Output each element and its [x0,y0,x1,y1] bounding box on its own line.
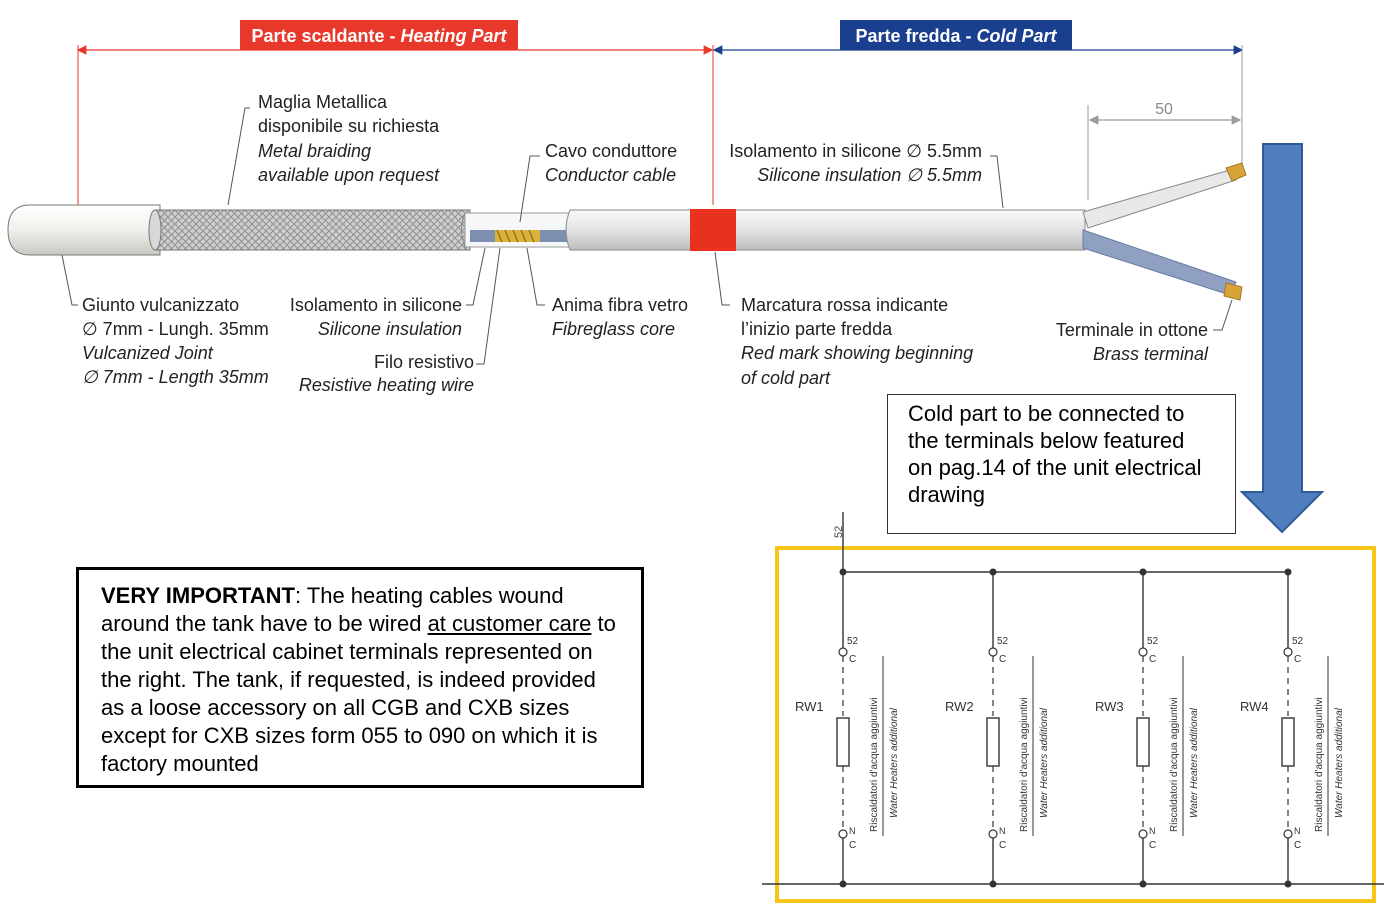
resistor-symbol [986,717,1000,767]
svg-text:Parte fredda - Cold Part: Parte fredda - Cold Part [855,26,1057,46]
terminal-bottom-sub: C [1149,840,1156,851]
heater-desc-en: Water Heaters additional [889,707,900,818]
heater-desc-it: Riscaldatori d'acqua aggiuntivi [1169,697,1180,832]
label-metal-braiding: Maglia Metallica disponibile su richiest… [258,92,440,185]
terminal-top [988,647,998,657]
terminal-top [838,647,848,657]
heater-label: RW2 [945,699,974,714]
svg-text:∅ 7mm - Lungh. 35mm: ∅ 7mm - Lungh. 35mm [82,319,269,339]
important-note: VERY IMPORTANT: The heating cables wound… [76,567,644,788]
svg-text:l’inizio parte fredda: l’inizio parte fredda [741,319,893,339]
label-silicone-insulation-bottom: Isolamento in silicone Silicone insulati… [290,295,462,339]
terminal-bottom-label: N [1294,826,1301,836]
label-brass-terminal: Terminale in ottone Brass terminal [1056,320,1209,364]
terminal-bottom [1283,829,1293,839]
terminal-bottom [1138,829,1148,839]
svg-text:Brass terminal: Brass terminal [1093,344,1209,364]
down-arrow [1239,143,1325,534]
terminal-top-number: 52 [1147,636,1159,647]
wire-number-top: 52 [833,526,845,538]
svg-text:Anima fibra vetro: Anima fibra vetro [552,295,688,315]
schematic-frame [775,546,1376,903]
label-red-mark: Marcatura rossa indicante l’inizio parte… [741,295,973,388]
heater-desc-it: Riscaldatori d'acqua aggiuntivi [869,697,880,832]
note-frame [887,394,1236,534]
resistor-symbol [1136,717,1150,767]
cold-part-header: Parte fredda - Cold Part [840,20,1072,50]
svg-text:Maglia Metallica: Maglia Metallica [258,92,388,112]
svg-text:Giunto vulcanizzato: Giunto vulcanizzato [82,295,239,315]
leader-lines [61,107,1233,365]
svg-text:Isolamento in silicone: Isolamento in silicone [290,295,462,315]
terminal-bottom-label: N [1149,826,1156,836]
important-text-2: to the unit electrical cabinet terminals… [101,611,616,776]
terminal-bottom-label: N [849,826,856,836]
svg-text:Silicone insulation ∅ 5.5mm: Silicone insulation ∅ 5.5mm [757,165,982,185]
svg-text:of cold part: of cold part [741,368,831,388]
note-box: Cold part to be connected to the termina… [908,400,1210,508]
svg-text:disponibile su richiesta: disponibile su richiesta [258,116,440,136]
terminal-top-sub: C [999,654,1006,665]
svg-text:Terminale in ottone: Terminale in ottone [1056,320,1208,340]
heater-label: RW1 [795,699,824,714]
label-silicone-insulation-top: Isolamento in silicone ∅ 5.5mm Silicone … [729,141,982,185]
terminal-top [1138,647,1148,657]
heater-desc-it: Riscaldatori d'acqua aggiuntivi [1019,697,1030,832]
label-resistive-wire: Filo resistivo Resistive heating wire [299,352,474,395]
terminal-bottom-sub: C [1294,840,1301,851]
terminal-bottom [988,829,998,839]
important-underlined: at customer care [427,611,592,636]
svg-text:Cavo conduttore: Cavo conduttore [545,141,677,161]
heater-label: RW4 [1240,699,1269,714]
heater-desc-it: Riscaldatori d'acqua aggiuntivi [1314,697,1325,832]
label-conductor-cable: Cavo conduttore Conductor cable [545,141,677,185]
dimension-50-label: 50 [1155,101,1173,118]
svg-text:Red mark showing beginning: Red mark showing beginning [741,343,973,363]
svg-text:Fibreglass core: Fibreglass core [552,319,675,339]
label-vulcanized-joint: Giunto vulcanizzato ∅ 7mm - Lungh. 35mm … [82,295,269,387]
resistor-symbol [1281,717,1295,767]
terminal-top-number: 52 [997,636,1009,647]
important-heading: VERY IMPORTANT [101,583,295,608]
heater-label: RW3 [1095,699,1124,714]
terminal-top-number: 52 [847,636,859,647]
svg-text:Silicone insulation: Silicone insulation [318,319,462,339]
heating-part-header: Parte scaldante - Heating Part [240,20,518,50]
heating-cable [7,162,1247,301]
svg-text:Resistive heating wire: Resistive heating wire [299,375,474,395]
heater-desc-en: Water Heaters additional [1189,707,1200,818]
heater-desc-en: Water Heaters additional [1334,707,1345,818]
svg-text:Isolamento in silicone ∅ 5.5mm: Isolamento in silicone ∅ 5.5mm [729,141,982,161]
svg-text:Filo resistivo: Filo resistivo [374,352,474,372]
label-fibreglass-core: Anima fibra vetro Fibreglass core [552,295,688,339]
terminal-top [1283,647,1293,657]
svg-text:∅ 7mm - Length 35mm: ∅ 7mm - Length 35mm [82,367,269,387]
electrical-schematic [762,512,1384,885]
terminal-bottom [838,829,848,839]
terminal-bottom-sub: C [999,840,1006,851]
resistor-symbol [836,717,850,767]
terminal-top-number: 52 [1292,636,1304,647]
svg-text:Parte scaldante - Heating Part: Parte scaldante - Heating Part [251,26,507,46]
svg-text:Conductor cable: Conductor cable [545,165,676,185]
svg-text:Metal braiding: Metal braiding [258,141,371,161]
heater-desc-en: Water Heaters additional [1039,707,1050,818]
svg-text:Marcatura rossa indicante: Marcatura rossa indicante [741,295,948,315]
important-text-1: : The heating cables wound around the ta… [101,583,564,636]
red-mark [690,209,736,251]
terminal-top-sub: C [1149,654,1156,665]
svg-text:available upon request: available upon request [258,165,440,185]
terminal-top-sub: C [849,654,856,665]
terminal-bottom-sub: C [849,840,856,851]
terminal-top-sub: C [1294,654,1301,665]
terminal-bottom-label: N [999,826,1006,836]
svg-text:Vulcanized Joint: Vulcanized Joint [82,343,214,363]
